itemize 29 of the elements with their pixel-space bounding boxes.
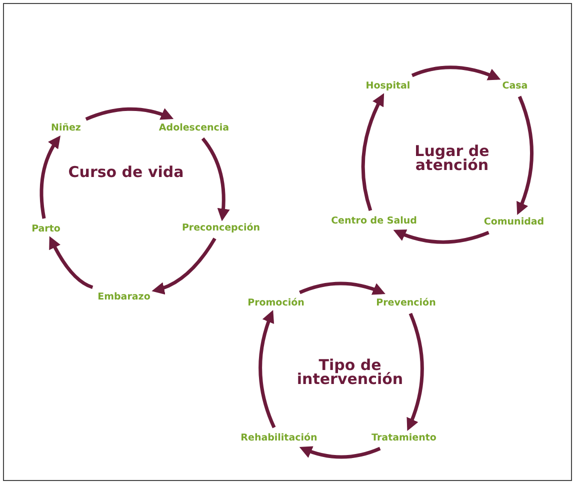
stage-label: Tratamiento — [370, 430, 438, 446]
curved-arrow — [361, 93, 384, 211]
curved-arrow — [85, 107, 174, 121]
stage-label: Comunidad — [482, 214, 546, 230]
curved-arrow — [40, 135, 60, 219]
cycle-title: Lugar de atención — [414, 144, 490, 172]
stage-label: Casa — [500, 78, 530, 94]
stage-label: Prevención — [374, 296, 438, 310]
curved-arrow — [411, 66, 501, 81]
curved-arrow — [258, 310, 276, 428]
curved-arrow — [152, 238, 216, 294]
stage-label: Embarazo — [96, 290, 152, 304]
curved-arrow — [49, 236, 94, 290]
stage-label: Niñez — [49, 120, 83, 136]
cycle-title: Tipo de intervención — [296, 358, 404, 386]
curved-arrow — [299, 446, 381, 459]
curved-arrow — [516, 96, 534, 215]
stage-label: Promoción — [246, 296, 306, 310]
stage-label: Parto — [30, 222, 62, 236]
stage-label: Centro de Salud — [329, 214, 419, 228]
curved-arrow — [393, 229, 490, 244]
cycle-title: Curso de vida — [67, 165, 185, 179]
curved-arrow — [406, 312, 424, 431]
curved-arrow — [299, 282, 386, 296]
stage-label: Hospital — [364, 78, 412, 94]
curved-arrow — [201, 137, 230, 222]
stage-label: Adolescencia — [156, 120, 232, 136]
stage-label: Preconcepción — [180, 220, 262, 236]
stage-label: Rehabilitación — [238, 430, 320, 446]
